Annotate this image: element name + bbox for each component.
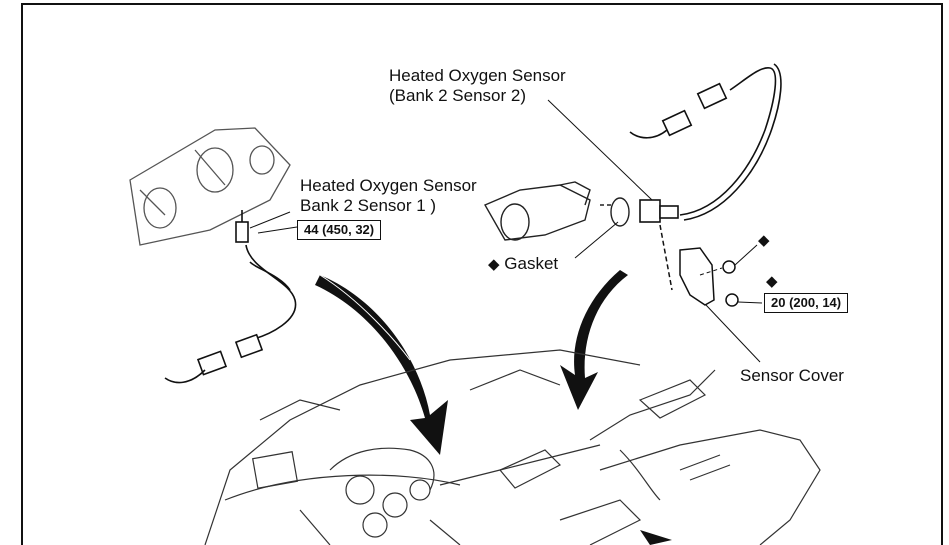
- label-b2s2-line2: (Bank 2 Sensor 2): [389, 86, 527, 105]
- sensor-b2s1: [164, 210, 297, 384]
- diamond-icon: ◆: [488, 256, 500, 273]
- leader-nut-diamond: [734, 244, 758, 266]
- exhaust-manifold: [129, 127, 291, 246]
- leader-torque-nut: [737, 301, 763, 304]
- sensor-b2s2-wire: [629, 63, 782, 221]
- label-b2s2-line1: Heated Oxygen Sensor: [389, 66, 566, 85]
- arrow-right: [560, 270, 628, 410]
- sensor-cover: [659, 224, 739, 307]
- leader-gasket: [574, 221, 619, 259]
- page-border: [21, 3, 943, 545]
- label-b2s1-line2: Bank 2 Sensor 1 ): [300, 196, 437, 215]
- leader-torque-b2s1: [257, 226, 298, 234]
- arrow-left: [315, 275, 448, 455]
- diamond-icon-nut-2: ◆: [766, 273, 778, 290]
- arrow-bottom: [640, 530, 672, 545]
- leader-nut-1: [699, 267, 723, 276]
- diamond-icon-nut-1: ◆: [758, 232, 770, 249]
- leader-sensor-cover: [705, 304, 761, 363]
- exhaust-pipe-section: [484, 181, 630, 241]
- label-sensor-cover: Sensor Cover: [740, 366, 844, 385]
- torque-box-b2s1: 44 (450, 32): [297, 220, 382, 240]
- label-gasket: Gasket: [504, 254, 559, 273]
- sensor-b2s2: [639, 199, 679, 223]
- leader-b2s1: [249, 211, 291, 229]
- torque-box-nut: 20 (200, 14): [764, 293, 849, 313]
- label-b2s1-line1: Heated Oxygen Sensor: [300, 176, 477, 195]
- label-gasket-row: ◆ Gasket: [488, 254, 558, 275]
- engine-body: [204, 349, 821, 545]
- leader-b2s2: [547, 99, 653, 201]
